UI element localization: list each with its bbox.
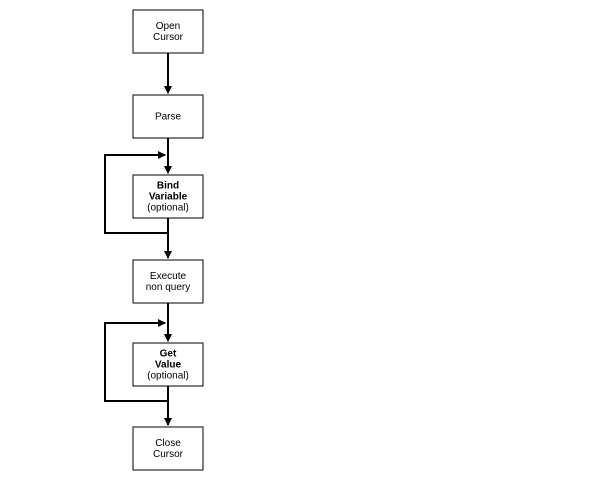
node-get-value-label-line: Get xyxy=(160,349,177,360)
node-execute-non-query-label-line: non query xyxy=(146,282,190,293)
node-open-cursor-label-line: Cursor xyxy=(153,32,184,43)
node-parse-box xyxy=(132,94,204,139)
node-bind-variable-label-line: (optional) xyxy=(147,203,189,214)
nodes: OpenCursorParseBindVariable(optional)Exe… xyxy=(132,9,204,471)
node-close-cursor-box xyxy=(132,426,204,471)
node-close-cursor-label-line: Cursor xyxy=(153,449,184,460)
node-get-value-label-line: Value xyxy=(155,360,182,371)
node-execute-non-query-label-line: Execute xyxy=(150,271,187,282)
node-parse-label-line: Parse xyxy=(155,112,182,123)
node-bind-variable-box xyxy=(132,174,204,219)
node-bind-variable-label-line: Bind xyxy=(157,181,179,192)
node-bind-variable-label-line: Variable xyxy=(149,192,188,203)
node-get-value-label-line: (optional) xyxy=(147,371,189,382)
loop-arrow-bind-variable xyxy=(104,151,168,234)
node-close-cursor-label-line: Close xyxy=(155,438,181,449)
node-parse: Parse xyxy=(132,94,204,139)
node-execute-non-query-box xyxy=(132,259,204,304)
node-get-value-box xyxy=(132,342,204,387)
node-open-cursor-box xyxy=(132,9,204,54)
edges xyxy=(104,53,172,426)
node-open-cursor-label-line: Open xyxy=(156,21,180,32)
loop-arrow-get-value xyxy=(104,319,168,402)
